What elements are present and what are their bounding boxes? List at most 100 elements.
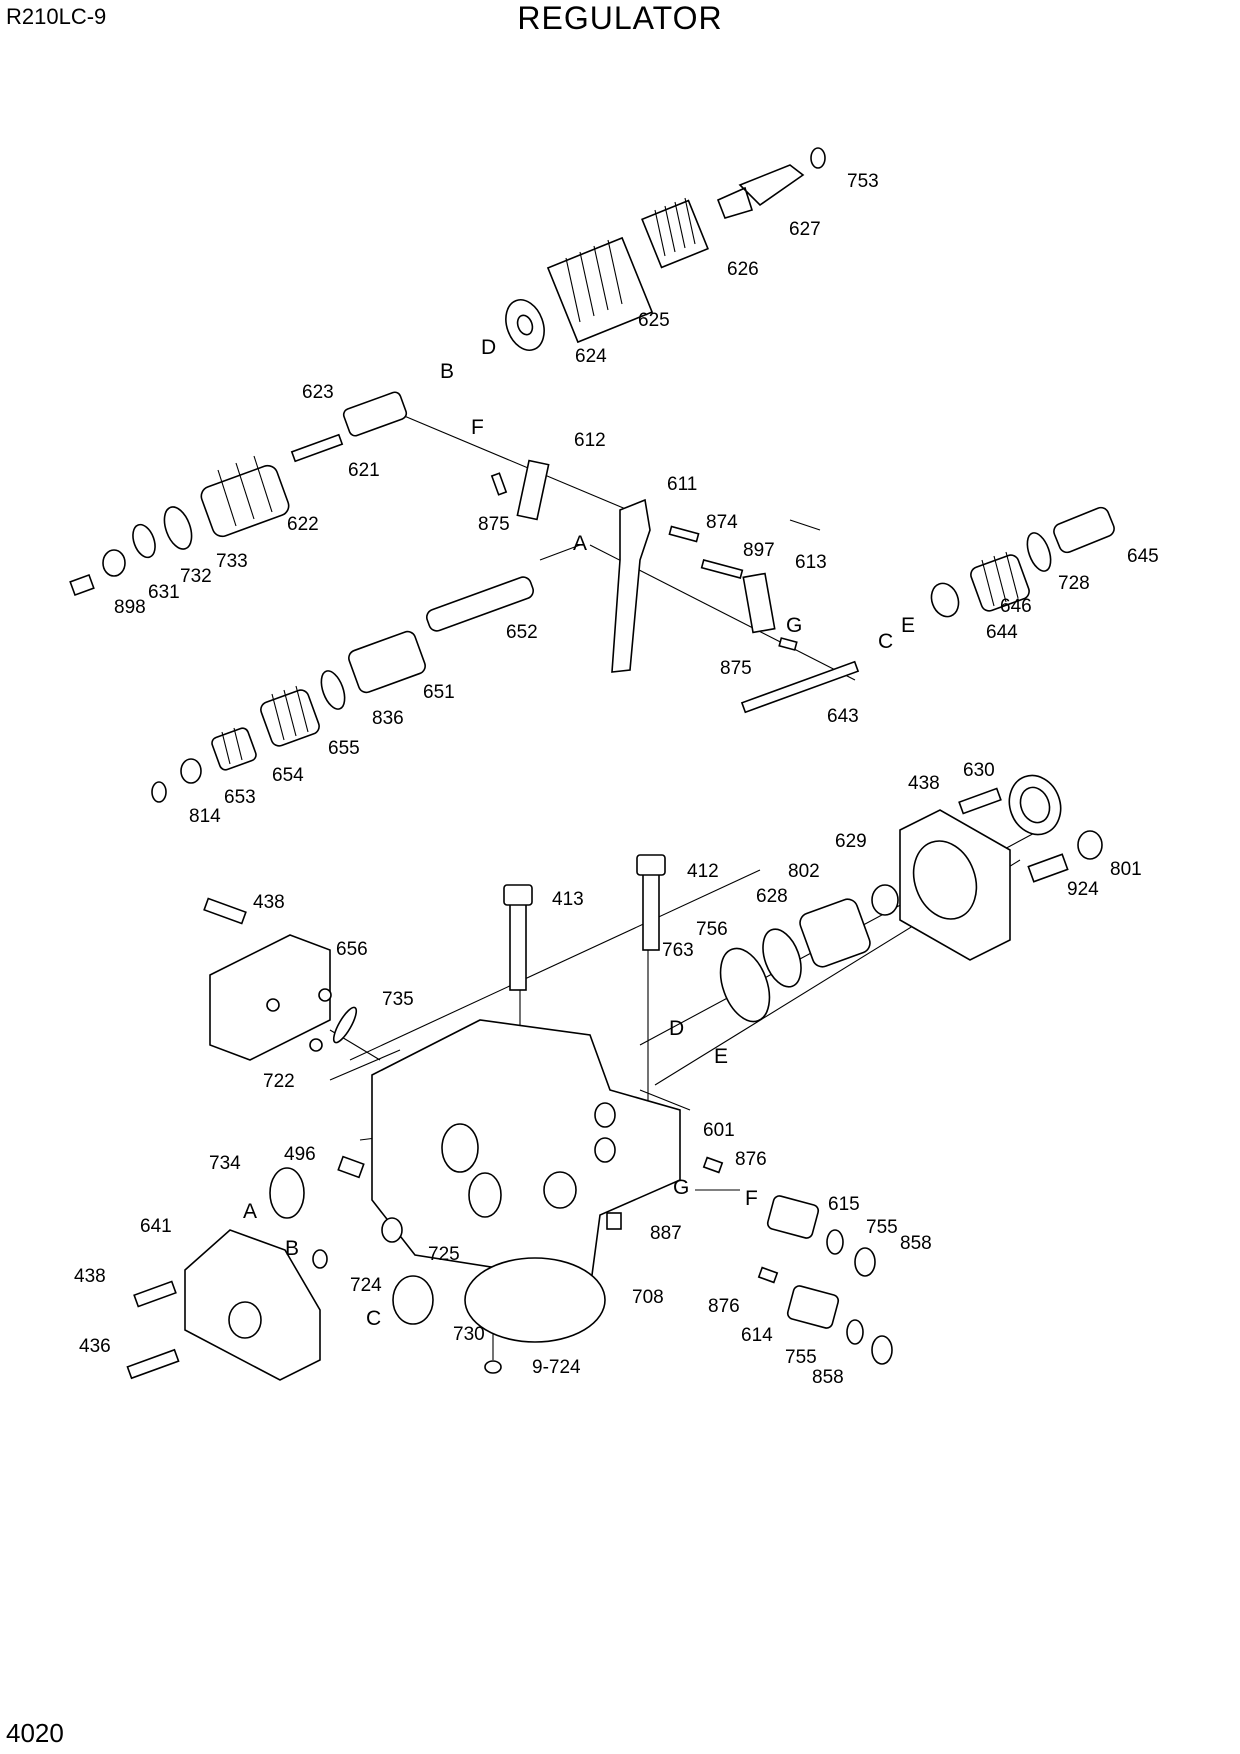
sleeve-628 <box>799 898 871 968</box>
spool-652 <box>426 576 534 632</box>
part-label-614: 614 <box>741 1325 773 1346</box>
part-label-653: 653 <box>224 787 256 808</box>
ref-letter-d-top: D <box>481 336 496 359</box>
lower-assembly <box>126 774 1103 1381</box>
snap-ring-858-upper <box>854 1247 876 1277</box>
part-label-615: 615 <box>828 1194 860 1215</box>
o-ring-728 <box>1026 532 1052 572</box>
part-label-9-724: 9-724 <box>532 1357 581 1378</box>
part-label-646: 646 <box>1000 596 1032 617</box>
part-label-601: 601 <box>703 1120 735 1141</box>
o-ring-730 <box>392 1275 434 1325</box>
page-number: 4020 <box>6 1718 64 1748</box>
part-label-722: 722 <box>263 1071 295 1092</box>
part-label-645: 645 <box>1127 546 1159 567</box>
part-label-630: 630 <box>963 760 995 781</box>
ref-letter-d-bottom: D <box>669 1017 684 1040</box>
sleeve-651 <box>348 630 426 694</box>
piston-622 <box>200 455 290 538</box>
o-ring-733 <box>163 506 193 550</box>
part-label-496: 496 <box>284 1144 316 1165</box>
part-label-875-lower: 875 <box>720 658 752 679</box>
part-label-624: 624 <box>575 346 607 367</box>
ref-letter-c-top: C <box>878 630 893 653</box>
part-label-876-upper: 876 <box>735 1149 767 1170</box>
ref-letter-c-bottom: C <box>366 1307 381 1330</box>
part-label-725: 725 <box>428 1244 460 1265</box>
ref-letter-g-top: G <box>786 614 802 637</box>
part-label-438-right: 438 <box>908 773 940 794</box>
screw-438-right <box>958 787 1002 815</box>
o-ring-9-724 <box>484 1360 502 1374</box>
part-label-625: 625 <box>638 310 670 331</box>
part-label-898: 898 <box>114 597 146 618</box>
adjust-screw-924 <box>1027 853 1069 883</box>
o-ring-734 <box>269 1167 305 1219</box>
ref-letter-b-top: B <box>440 360 454 383</box>
part-label-724: 724 <box>350 1275 382 1296</box>
upper-spool-assembly <box>69 147 826 597</box>
part-label-626: 626 <box>727 259 759 280</box>
snap-ring-858-lower <box>871 1335 893 1365</box>
pin-876-lower <box>757 1266 779 1284</box>
o-ring-732 <box>132 523 156 559</box>
part-label-801: 801 <box>1110 859 1142 880</box>
pin-898 <box>69 573 95 597</box>
plug-614 <box>786 1285 840 1329</box>
pin-876-upper <box>702 1156 724 1174</box>
part-label-733: 733 <box>216 551 248 572</box>
lever-613 <box>742 572 776 634</box>
o-ring-708 <box>464 1257 606 1343</box>
ref-letter-e-bottom: E <box>714 1045 728 1068</box>
ref-letter-g-bottom: G <box>673 1176 689 1199</box>
o-ring-755-lower <box>846 1319 864 1345</box>
part-label-814: 814 <box>189 806 221 827</box>
o-ring-756 <box>762 928 802 988</box>
part-label-613: 613 <box>795 552 827 573</box>
ref-letter-f-bottom: F <box>745 1187 758 1210</box>
adjust-screw-621 <box>290 433 344 463</box>
ref-letter-a-bottom: A <box>243 1200 257 1223</box>
part-label-628: 628 <box>756 886 788 907</box>
part-label-735: 735 <box>382 989 414 1010</box>
o-ring-725 <box>381 1217 403 1243</box>
part-label-627: 627 <box>789 219 821 240</box>
spring-654 <box>211 727 257 771</box>
part-label-887: 887 <box>650 1223 682 1244</box>
nut-802 <box>871 884 899 916</box>
part-label-655: 655 <box>328 738 360 759</box>
part-label-755-upper: 755 <box>866 1217 898 1238</box>
plug-615 <box>766 1195 820 1239</box>
part-label-621: 621 <box>348 460 380 481</box>
part-label-643: 643 <box>827 706 859 727</box>
seat-644 <box>930 582 960 618</box>
part-label-897: 897 <box>743 540 775 561</box>
part-label-732: 732 <box>180 566 212 587</box>
lever-612 <box>516 459 550 521</box>
plug-887 <box>606 1212 622 1230</box>
plug-645 <box>1053 506 1115 554</box>
part-label-756: 756 <box>696 919 728 940</box>
o-ring-763 <box>719 947 771 1023</box>
screw-438-bottom <box>133 1280 177 1308</box>
part-label-858-upper: 858 <box>900 1233 932 1254</box>
screw-438-left <box>203 897 247 925</box>
part-label-652: 652 <box>506 622 538 643</box>
o-ring-755-upper <box>826 1229 844 1255</box>
reference-letters: A A B B C C D D E E F F G G <box>243 336 915 1330</box>
part-label-730: 730 <box>453 1324 485 1345</box>
middle-spool-assembly <box>151 498 1115 803</box>
plug-627 <box>716 164 805 219</box>
pin-897 <box>700 558 744 580</box>
part-label-651: 651 <box>423 682 455 703</box>
pin-874 <box>668 525 700 543</box>
part-labels: 753 627 626 625 624 623 621 622 612 611 … <box>74 171 1159 1388</box>
lever-611 <box>611 498 651 673</box>
part-label-924: 924 <box>1067 879 1099 900</box>
part-label-629: 629 <box>835 831 867 852</box>
part-label-874: 874 <box>706 512 738 533</box>
o-ring-724 <box>312 1249 328 1269</box>
snap-ring-836 <box>320 670 346 710</box>
screw-436 <box>126 1348 180 1380</box>
